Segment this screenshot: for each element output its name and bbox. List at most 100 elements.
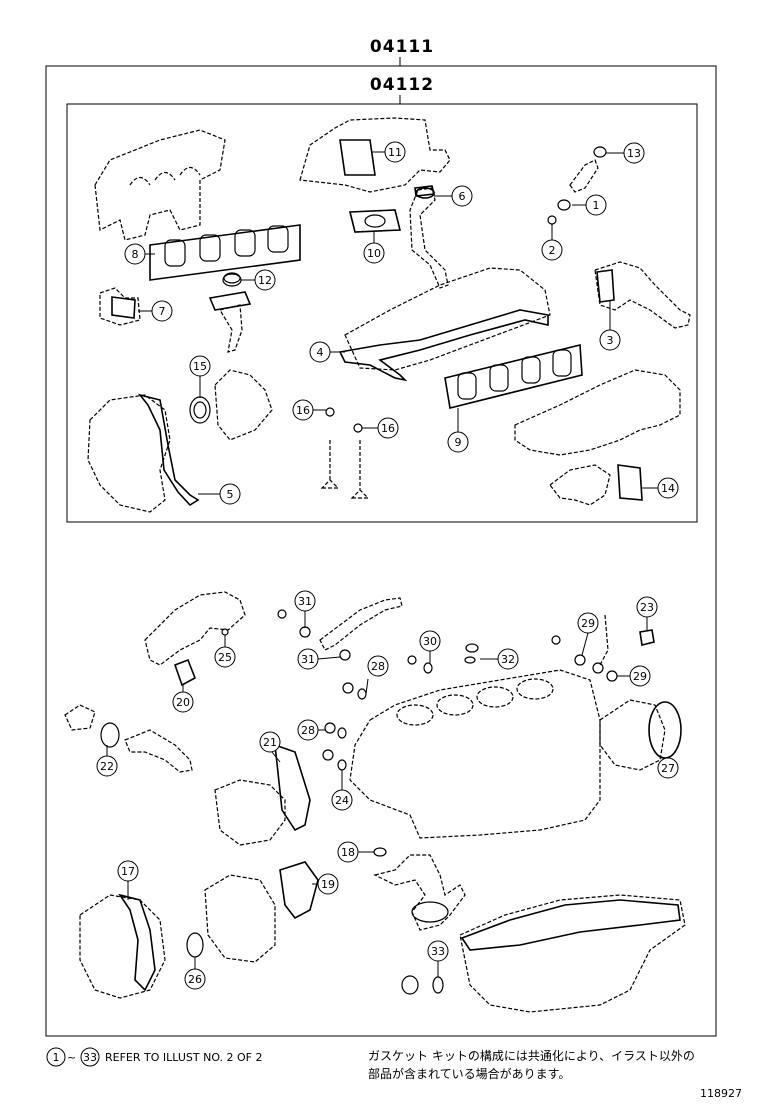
callout-26: 26 (184, 968, 206, 990)
callout-12: 12 (254, 269, 276, 291)
intake-manifold-drawing (94, 129, 226, 241)
callout-leaders (106, 151, 658, 977)
callout-22: 22 (96, 755, 118, 777)
cylinder-block-drawing (349, 669, 601, 839)
intake-manifold-gasket (149, 224, 301, 281)
callout-20: 20 (172, 691, 194, 713)
timing-cover-drawing (87, 393, 200, 513)
svg-text:20: 20 (176, 696, 190, 709)
outer-kit-frame (45, 65, 717, 1037)
callout-29b: 29 (629, 665, 651, 687)
callout-18: 18 (337, 841, 359, 863)
oil-pan-drawing (459, 894, 686, 1013)
svg-text:28: 28 (371, 660, 385, 673)
water-pump-cover (214, 369, 273, 441)
svg-text:8: 8 (132, 248, 139, 261)
bolts-gaskets-lower (186, 609, 655, 995)
callout-17: 17 (117, 860, 139, 882)
callout-28a: 28 (367, 655, 389, 677)
water-outlet-drawing (299, 117, 451, 193)
svg-text:29: 29 (581, 617, 595, 630)
svg-text:1: 1 (593, 199, 600, 212)
svg-text:10: 10 (367, 247, 381, 260)
water-pump-drawing (214, 743, 311, 846)
svg-text:17: 17 (121, 865, 135, 878)
oil-strainer-drawing (373, 854, 466, 931)
callout-5: 5 (219, 483, 241, 505)
svg-text:26: 26 (188, 973, 202, 986)
jp-note-line2: 部品が含まれている場合があります。 (368, 1066, 570, 1081)
callout-24: 24 (331, 789, 353, 811)
svg-text:24: 24 (335, 794, 349, 807)
svg-text:12: 12 (258, 274, 272, 287)
footer-range-note: 1 ~ 33 REFER TO ILLUST NO. 2 OF 2 (46, 1047, 263, 1067)
gasket-19 (279, 861, 319, 920)
exhaust-manifold-drawing (514, 369, 681, 456)
svg-text:3: 3 (607, 334, 614, 347)
callout-30: 30 (419, 630, 441, 652)
thermostat-gasket (348, 209, 402, 233)
timing-cover-lower (79, 893, 166, 999)
callout-8: 8 (124, 243, 146, 265)
svg-text:25: 25 (218, 651, 232, 664)
svg-text:28: 28 (301, 724, 315, 737)
callout-33: 33 (427, 940, 449, 962)
callout-9: 9 (447, 431, 469, 453)
water-bypass-pipe (409, 185, 449, 289)
inner-kit-code: 04112 (370, 75, 434, 95)
oil-seal-15 (189, 396, 211, 424)
svg-text:29: 29 (633, 670, 647, 683)
oil-pump-cover (204, 874, 276, 963)
svg-text:4: 4 (317, 346, 324, 359)
callout-32: 32 (497, 648, 519, 670)
washer-2 (547, 215, 557, 225)
inner-kit-frame (66, 103, 698, 523)
oil-pipe-drawing (208, 272, 252, 353)
callout-21: 21 (259, 731, 281, 753)
svg-text:32: 32 (501, 653, 515, 666)
water-inlet-drawing (594, 261, 691, 329)
range-separator: ~ (67, 1051, 76, 1064)
cylinder-head-cover-drawing (338, 267, 551, 382)
callout-31a: 31 (294, 590, 316, 612)
range-end: 33 (83, 1051, 97, 1064)
sensor-13 (569, 146, 607, 193)
refer-note: REFER TO ILLUST NO. 2 OF 2 (105, 1051, 263, 1064)
svg-text:30: 30 (423, 635, 437, 648)
outer-kit-code: 04111 (370, 37, 434, 57)
oil-cooler-bracket (144, 591, 246, 687)
callout-10: 10 (363, 242, 385, 264)
illustration-number: 118927 (700, 1087, 742, 1100)
washer-12 (222, 273, 242, 287)
svg-text:22: 22 (100, 760, 114, 773)
svg-text:33: 33 (431, 945, 445, 958)
water-hose-lower (64, 704, 193, 773)
svg-text:2: 2 (549, 244, 556, 257)
water-outlet-14 (549, 464, 643, 506)
callout-16a: 16 (292, 399, 314, 421)
oil-level-gauge-guide (319, 597, 403, 651)
gasket-6 (415, 187, 435, 199)
callout-31b: 31 (297, 648, 319, 670)
small-cover-gasket (99, 287, 141, 326)
callout-29a: 29 (577, 612, 599, 634)
svg-text:5: 5 (227, 488, 234, 501)
svg-text:11: 11 (388, 146, 402, 159)
callout-1: 1 (585, 194, 607, 216)
callout-25: 25 (214, 646, 236, 668)
svg-text:19: 19 (321, 878, 335, 891)
callout-13: 13 (623, 142, 645, 164)
svg-text:16: 16 (381, 422, 395, 435)
callout-2: 2 (541, 239, 563, 261)
nut-1 (557, 199, 571, 211)
svg-text:31: 31 (298, 595, 312, 608)
callout-6: 6 (451, 185, 473, 207)
callout-15: 15 (189, 355, 211, 377)
svg-text:6: 6 (459, 190, 466, 203)
svg-text:31: 31 (301, 653, 315, 666)
callout-4: 4 (309, 341, 331, 363)
jp-note-line1: ガスケット キットの構成には共通化により、イラスト以外の (368, 1049, 695, 1063)
svg-text:18: 18 (341, 846, 355, 859)
callout-3: 3 (599, 329, 621, 351)
